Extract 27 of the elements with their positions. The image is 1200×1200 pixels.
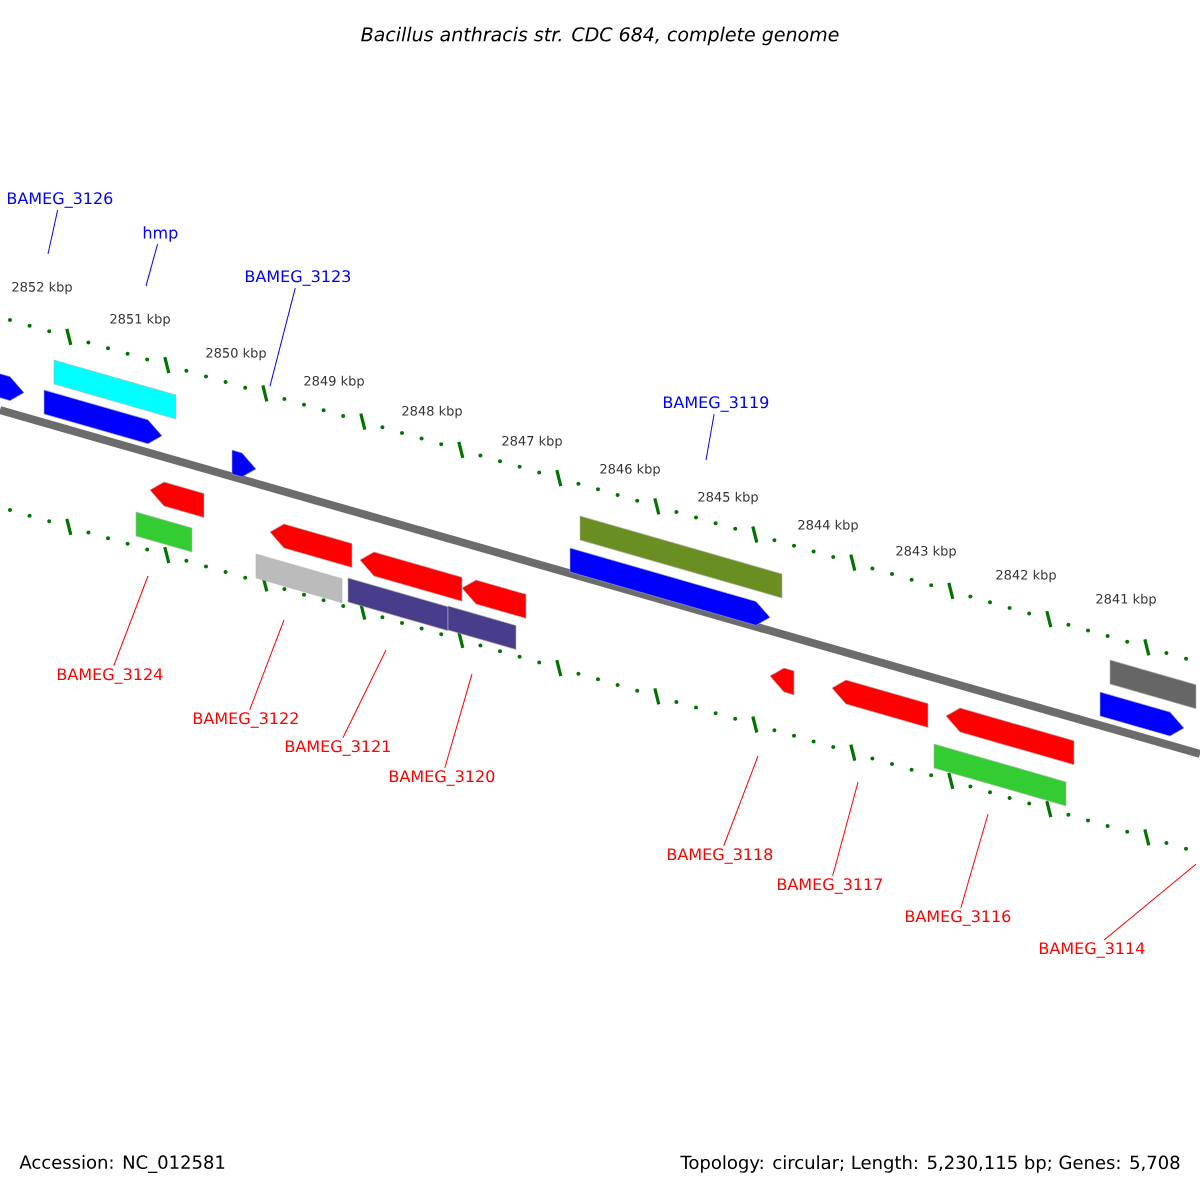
gene-label: BAMEG_3114 xyxy=(1040,942,1145,958)
gene-label: BAMEG_3121 xyxy=(285,740,390,756)
leader-line xyxy=(145,243,159,287)
leader-line xyxy=(113,575,149,667)
leader-line xyxy=(342,649,387,739)
leader-line xyxy=(1103,863,1197,941)
leader-line xyxy=(832,781,859,877)
leader-line xyxy=(269,287,296,387)
gene-label: BAMEG_3120 xyxy=(389,770,495,786)
gene-label: BAMEG_3119 xyxy=(664,396,769,412)
leader-line xyxy=(723,755,759,847)
gene-label: BAMEG_3123 xyxy=(245,270,351,286)
leader-line xyxy=(960,813,989,909)
leader-line xyxy=(47,209,59,255)
gene-label: BAMEG_3116 xyxy=(906,910,1011,926)
leader-line xyxy=(249,619,285,711)
gene-label: BAMEG_3126 xyxy=(7,192,113,208)
genome-info-text: Topology: circular; Length: 5,230,115 bp; Genes: 5,708 xyxy=(680,1155,1180,1173)
leader-line xyxy=(705,413,715,461)
gene-label: hmp xyxy=(143,226,178,242)
leader-line xyxy=(444,673,473,769)
gene-label: BAMEG_3118 xyxy=(667,848,773,864)
gene-label: BAMEG_3117 xyxy=(778,878,882,894)
gene-label: BAMEG_3122 xyxy=(193,712,298,728)
title: Bacillus anthracis str. CDC 684, complete genome xyxy=(361,26,839,46)
accession-text: Accession: NC_012581 xyxy=(19,1155,225,1173)
gene-label: BAMEG_3124 xyxy=(57,668,163,684)
